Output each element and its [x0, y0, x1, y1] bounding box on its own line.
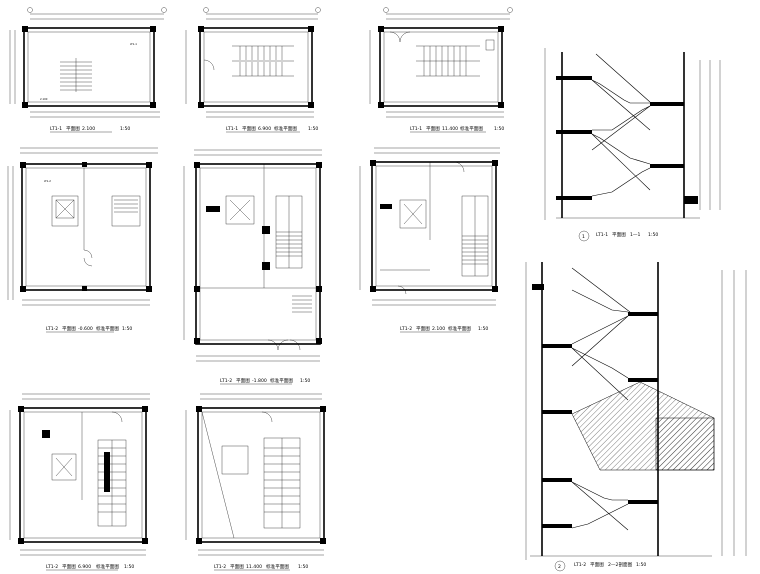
caption-p7-name: 平面图: [62, 564, 76, 570]
caption-s2-code: LT1-2: [574, 562, 586, 568]
caption-p1-name: 平面图: [66, 126, 80, 132]
caption-p6-scale: 1:50: [478, 326, 488, 332]
plan-lt1-1-2100: LT1-1 2.100: [9, 7, 167, 118]
caption-p6-name: 平面图: [416, 326, 430, 332]
caption-p7-elev: 6.900: [78, 564, 91, 570]
plan-lt1-2-6900: [9, 393, 150, 556]
caption-p5-name: 平面图: [236, 378, 250, 384]
caption-p3-suffix: 标准平面图: [460, 125, 483, 132]
caption-p1-elev: 2.100: [82, 126, 95, 132]
caption-p2-name: 平面图: [242, 126, 256, 132]
caption-p5-code: LT1-2: [220, 378, 232, 384]
caption-p3-elev: 11.400: [442, 126, 458, 132]
caption-p8-elev: 11.400: [246, 564, 262, 570]
caption-p8-scale: 1:50: [298, 564, 308, 570]
caption-s2-scale: 1:50: [636, 562, 646, 568]
caption-p7-scale: 1:50: [124, 564, 134, 570]
section-2-2: [525, 262, 747, 572]
caption-p5-scale: 1:50: [300, 378, 310, 384]
caption-s1-scale: 1:50: [648, 232, 658, 238]
caption-p4-scale: 1:50: [122, 326, 132, 332]
caption-s1-name: 平面图: [612, 232, 626, 238]
caption-p3-scale: 1:50: [494, 126, 504, 132]
caption-p3-code: LT1-1: [410, 126, 422, 132]
caption-s1-suffix: 1—1: [630, 232, 641, 238]
caption-p2-elev: 6.900: [258, 126, 271, 132]
plan-lt1-2-11400: [185, 393, 326, 556]
caption-p4-code: LT1-2: [46, 326, 58, 332]
caption-p7-code: LT1-2: [46, 564, 58, 570]
caption-p8-suffix: 标准平面图: [266, 563, 289, 570]
caption-p5-suffix: 标准平面图: [270, 377, 293, 384]
section-2-mark: 2: [558, 564, 561, 570]
caption-p1-scale: 1:50: [120, 126, 130, 132]
plan-lt1-2-1800: [183, 149, 322, 362]
caption-p4-name: 平面图: [62, 326, 76, 332]
plan-lt1-1-11400: [369, 7, 513, 118]
svg-text:LT1-1: LT1-1: [130, 42, 137, 46]
plan-lt1-1-6900: [185, 7, 321, 118]
caption-s1-code: LT1-1: [596, 232, 608, 238]
caption-p6-code: LT1-2: [400, 326, 412, 332]
svg-text:2.100: 2.100: [40, 97, 48, 101]
caption-p4-elev: -0.600: [78, 326, 93, 332]
section-1-1: [544, 48, 721, 242]
plan-lt1-2-2100: [359, 147, 500, 306]
caption-p2-code: LT1-1: [226, 126, 238, 132]
svg-text:LT1-2: LT1-2: [44, 179, 51, 183]
caption-p7-suffix: 标准平面图: [96, 563, 119, 570]
section-1-mark: 1: [582, 234, 585, 240]
caption-p8-name: 平面图: [230, 564, 244, 570]
caption-p8-code: LT1-2: [214, 564, 226, 570]
caption-s2-name: 平面图: [590, 562, 604, 568]
plan-lt1-2-0600: LT1-2: [7, 147, 158, 306]
caption-p1-code: LT1-1: [50, 126, 62, 132]
caption-p3-name: 平面图: [426, 126, 440, 132]
caption-p6-elev: 2.100: [432, 326, 445, 332]
caption-p5-elev: -1.800: [252, 378, 267, 384]
caption-s2-suffix: 2—2剖面图: [608, 561, 633, 568]
caption-p2-suffix: 标准平面图: [274, 125, 297, 132]
caption-p4-suffix: 标准平面图: [96, 325, 119, 332]
caption-p2-scale: 1:50: [308, 126, 318, 132]
caption-p6-suffix: 标准平面图: [448, 325, 471, 332]
